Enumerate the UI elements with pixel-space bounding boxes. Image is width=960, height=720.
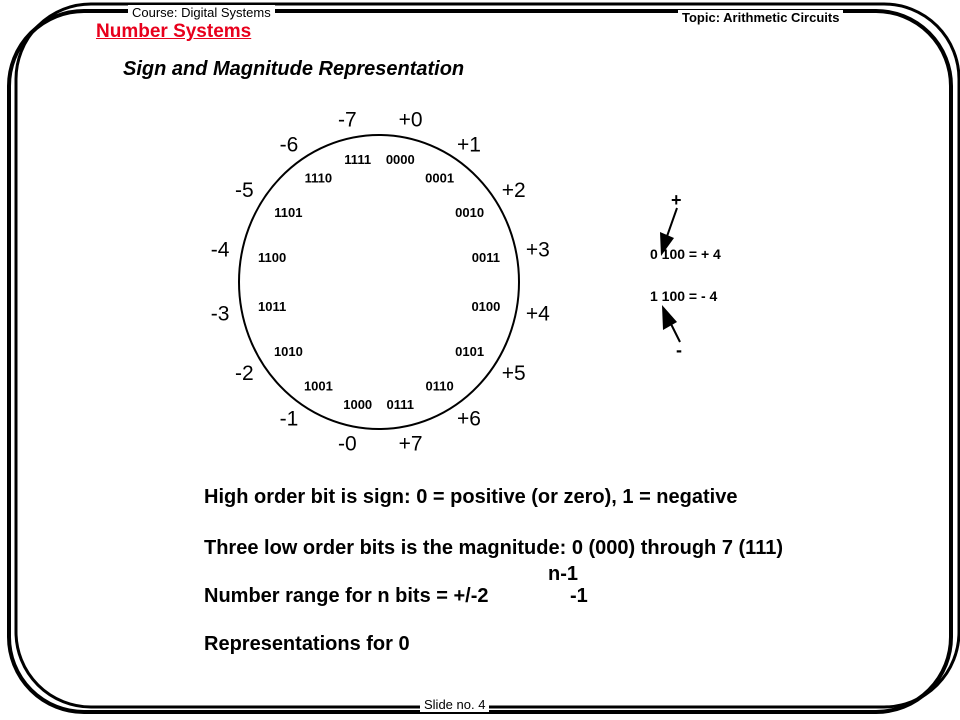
wheel-code-label: 0010 [455,205,484,220]
wheel-code-label: 1101 [274,205,302,220]
wheel-code-label: 1011 [258,299,286,314]
negative-example: 1 100 = - 4 [650,288,718,304]
wheel-value-label: +2 [502,179,526,202]
wheel-value-label: +5 [502,362,526,385]
wheel-value-label: +6 [457,408,481,431]
minus-sign-label: - [676,340,682,360]
wheel-code-label: 0011 [472,250,500,265]
zero-representations-text: Representations for 0 [204,633,410,655]
wheel-value-label: +0 [399,109,423,132]
wheel-value-label: -3 [211,303,230,326]
plus-sign-label: + [671,190,682,210]
wheel-value-label: +4 [526,303,550,326]
wheel-circle [238,134,520,430]
minus-arrow-head [662,305,677,330]
topic-label: Topic: Arithmetic Circuits [678,10,844,25]
wheel-code-label: 1110 [305,171,333,186]
range-text: Number range for n bits = +/-2 [204,585,489,607]
section-title: Number Systems [96,21,252,42]
wheel-code-label: 1111 [344,152,371,167]
wheel-code-label: 0110 [425,378,453,393]
wheel-code-label: 1001 [304,378,333,393]
wheel-code-label: 1000 [343,397,372,412]
wheel-code-label: 0001 [425,171,454,186]
wheel-value-label: -1 [280,408,299,431]
course-label: Course: Digital Systems [128,5,275,20]
wheel-value-label: +7 [399,432,423,455]
positive-example: 0 100 = + 4 [650,246,721,262]
range-suffix: -1 [570,585,588,607]
wheel-code-label: 1100 [258,250,286,265]
wheel-code-label: 0000 [386,152,415,167]
wheel-value-label: -7 [338,109,357,132]
sign-bit-text: High order bit is sign: 0 = positive (or… [204,486,738,508]
wheel-value-label: -2 [235,362,254,385]
wheel-value-label: +3 [526,238,550,261]
wheel-code-label: 0101 [455,344,484,359]
range-exponent: n-1 [548,563,578,585]
wheel-value-label: -5 [235,179,254,202]
slide-number: Slide no. 4 [420,697,490,712]
wheel-code-label: 0100 [471,299,500,314]
plus-arrow-head [660,232,674,256]
wheel-value-label: +1 [457,133,481,156]
wheel-value-label: -4 [211,238,230,261]
wheel-value-label: -6 [280,133,299,156]
magnitude-text: Three low order bits is the magnitude: 0… [204,537,783,559]
wheel-code-label: 1010 [274,344,303,359]
wheel-code-label: 0111 [387,397,415,412]
slide-subtitle: Sign and Magnitude Representation [123,58,465,80]
wheel-value-label: -0 [338,432,357,455]
